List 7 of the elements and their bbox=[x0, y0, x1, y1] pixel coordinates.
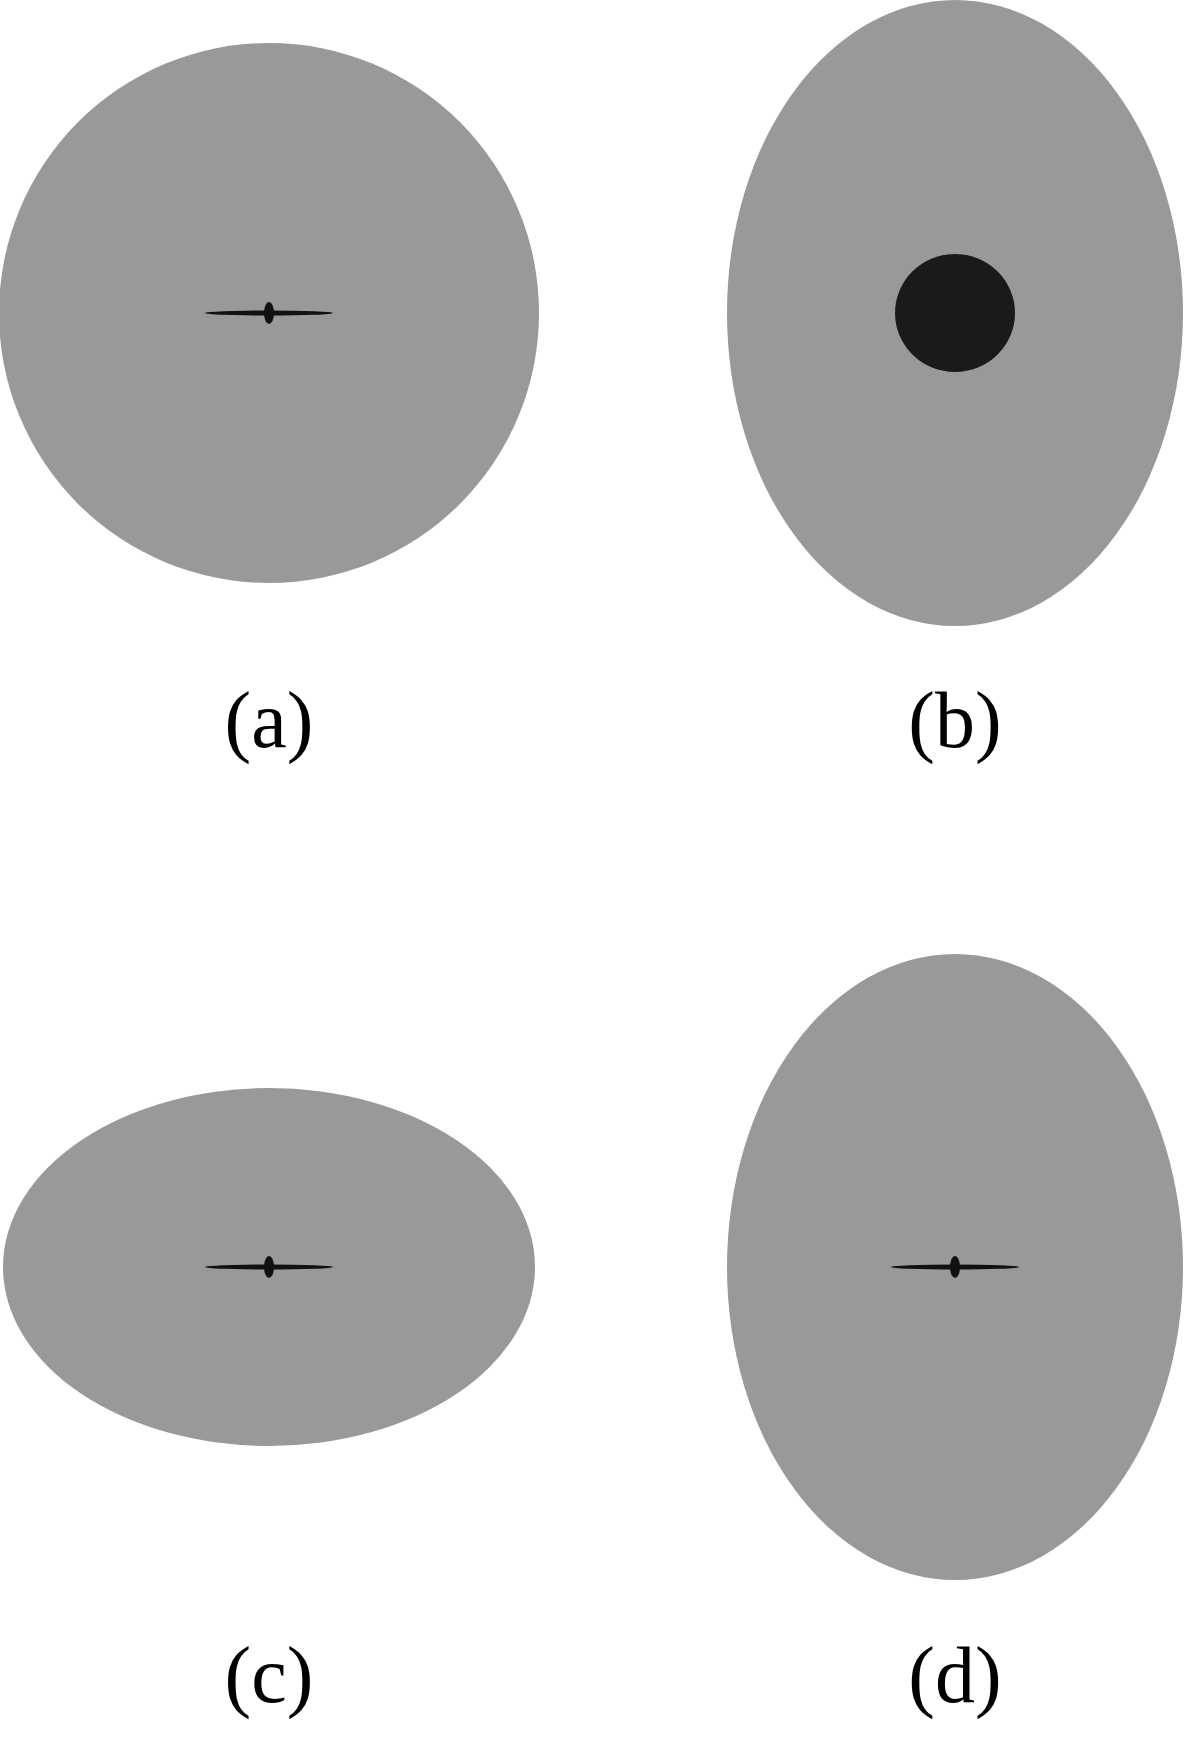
ellipse-shape bbox=[727, 954, 1183, 1580]
circle-shape bbox=[895, 254, 1015, 372]
needle-mark bbox=[205, 302, 333, 324]
needle-mark bbox=[891, 1256, 1019, 1278]
needle-mark bbox=[205, 1256, 333, 1278]
ellipse-shape bbox=[3, 1088, 535, 1446]
ellipse-shape bbox=[727, 0, 1183, 626]
